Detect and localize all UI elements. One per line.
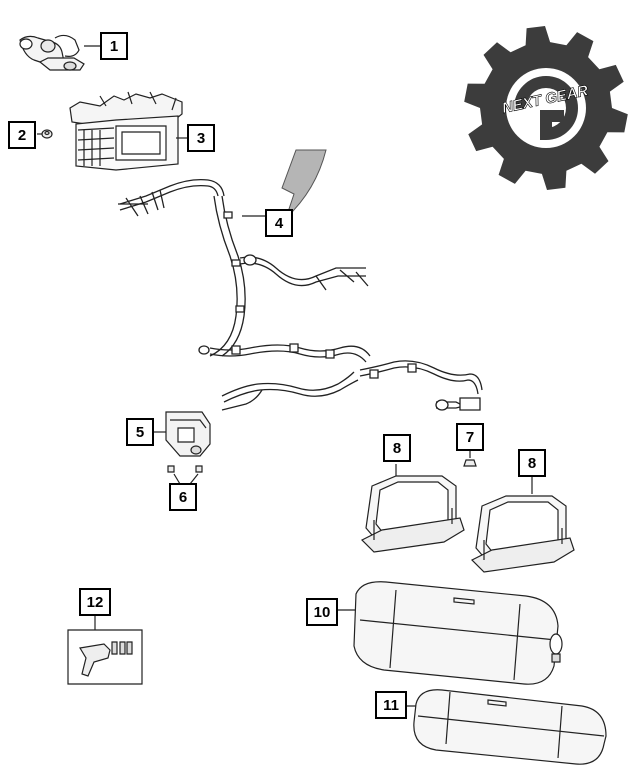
part-8-strap-right (472, 474, 574, 572)
callout-5: 5 (126, 418, 154, 446)
part-2-nut (37, 130, 52, 138)
callout-4: 4 (265, 209, 293, 237)
direction-arrow (282, 150, 326, 218)
callout-7: 7 (456, 423, 484, 451)
callout-2: 2 (8, 121, 36, 149)
callout-8-left: 8 (383, 434, 411, 462)
callout-6: 6 (169, 483, 197, 511)
part-8-strap-left (362, 464, 464, 552)
part-11-tank (396, 690, 606, 764)
callout-1: 1 (100, 32, 128, 60)
callout-10: 10 (306, 598, 338, 626)
part-10-tank (334, 582, 562, 684)
part-1-valve-assembly (20, 35, 102, 70)
callout-12: 12 (79, 588, 111, 616)
part-5-bracket (152, 412, 210, 456)
part-4-wiring-harness (118, 180, 482, 410)
next-gear-logo: NEXT GEAR (464, 26, 628, 190)
part-12-connector-kit (68, 616, 142, 684)
callout-11: 11 (375, 691, 407, 719)
callout-8-right: 8 (518, 449, 546, 477)
callout-3: 3 (187, 124, 215, 152)
part-3-control-module (70, 92, 188, 170)
part-6-clips (168, 466, 202, 484)
